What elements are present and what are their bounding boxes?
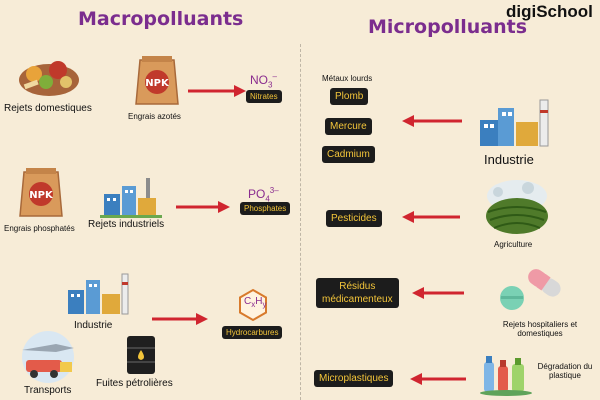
arrow-nitrates	[188, 85, 246, 97]
rejets-industriels-label: Rejets industriels	[88, 219, 165, 230]
factory-icon	[100, 178, 162, 218]
agriculture-field-icon	[486, 180, 548, 234]
plomb-pill: Plomb	[330, 88, 369, 105]
rejets-hospitaliers-label: Rejets hospitaliers et domestiques	[480, 320, 600, 338]
rejets-hospitaliers-line1: Rejets hospitaliers et	[502, 320, 578, 329]
industrie-label-left: Industrie	[74, 320, 113, 331]
residus-line1: Résidus	[339, 281, 376, 292]
degradation-plastique-label: Dégradation du plastique	[530, 362, 600, 380]
arrow-metaux	[402, 115, 462, 127]
transports-label: Transports	[24, 385, 72, 396]
rejets-hospitaliers-line2: domestiques	[517, 329, 563, 338]
transport-icon	[22, 331, 74, 383]
industry-plant-icon	[480, 99, 549, 147]
arrow-microplastiques	[410, 373, 466, 385]
npk-bag-icon: NPK	[135, 56, 179, 105]
hydrocarbon-molecule-icon	[239, 288, 267, 322]
formula-po4: PO43–	[248, 186, 279, 204]
residus-line2: médicamenteux	[322, 294, 393, 305]
phosphates-pill: Phosphates	[240, 202, 291, 215]
formula-cxhy: CxHy	[244, 296, 267, 309]
degradation-line1: Dégradation du	[537, 362, 593, 371]
arrow-hydrocarbures	[152, 313, 208, 325]
arrow-pesticides	[402, 211, 460, 223]
nitrates-pill: Nitrates	[246, 90, 282, 103]
micropollutants-title: Micropolluants	[368, 16, 528, 38]
arrow-phosphates	[176, 201, 230, 213]
svg-text:NPK: NPK	[29, 190, 54, 201]
microplastiques-pill: Microplastiques	[314, 370, 394, 387]
macropollutants-title: Macropolluants	[78, 8, 244, 30]
arrow-residus	[412, 287, 464, 299]
food-waste-icon	[19, 61, 79, 96]
degradation-line2: plastique	[548, 371, 582, 380]
mercure-pill: Mercure	[325, 118, 372, 135]
engrais-phosphates-label: Engrais phosphatés	[4, 224, 75, 233]
cadmium-pill: Cadmium	[322, 146, 375, 163]
pesticides-pill: Pesticides	[326, 210, 382, 227]
fuites-petrolieres-label: Fuites pétrolières	[96, 378, 173, 389]
plastic-waste-icon	[480, 356, 532, 396]
brand-text: digiSchool	[506, 2, 593, 21]
residus-medicamenteux-pill: Résidus médicamenteux	[316, 278, 399, 308]
agriculture-label: Agriculture	[494, 240, 533, 249]
engrais-azotes-label: Engrais azotés	[128, 112, 181, 121]
metaux-lourds-heading: Métaux lourds	[322, 74, 373, 83]
formula-no3: NO3–	[250, 72, 277, 90]
industrie-label-right: Industrie	[484, 152, 534, 167]
brand-logo: digiSchool	[506, 2, 593, 22]
svg-text:NPK: NPK	[145, 78, 170, 89]
oil-barrel-icon	[127, 336, 155, 374]
npk-bag-icon-phosphate: NPK	[19, 168, 63, 217]
rejets-domestiques-label: Rejets domestiques	[4, 103, 92, 114]
hydrocarbures-pill: Hydrocarbures	[222, 326, 283, 339]
pill-capsule-icon	[500, 269, 561, 310]
center-divider	[300, 44, 301, 400]
industry-factory-icon	[68, 273, 129, 315]
